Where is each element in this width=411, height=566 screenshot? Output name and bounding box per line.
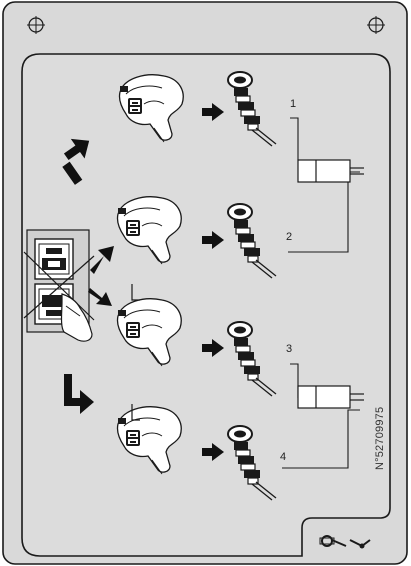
connector-label-1: 1 [290, 98, 296, 110]
connector-label-2: 2 [286, 231, 292, 243]
connector-label-3: 3 [286, 343, 292, 355]
connector-label-4: 4 [280, 451, 286, 463]
document-number: N°52709975 [374, 407, 386, 470]
